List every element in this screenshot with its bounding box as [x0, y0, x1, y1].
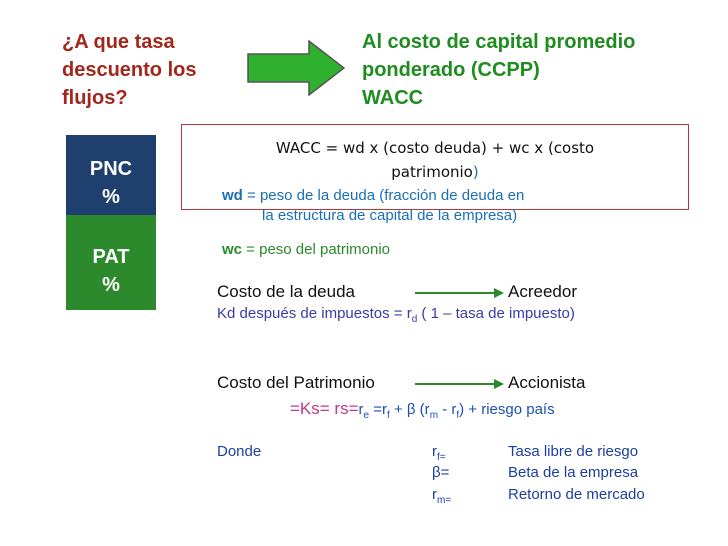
pat-label: PAT: [92, 246, 130, 268]
symbol-rm-sub: m=: [437, 495, 452, 506]
answer-text: Al costo de capital promedio ponderado (…: [362, 28, 722, 112]
ks-tail: ) + riesgo país: [459, 401, 555, 418]
wc-definition: wc = peso del patrimonio: [222, 241, 390, 258]
question-text: ¿A que tasa descuento los flujos?: [62, 28, 262, 112]
ks-f1-sub: f: [387, 410, 390, 421]
pnc-block: PNC %: [66, 135, 156, 215]
wacc-formula-box: [181, 124, 689, 210]
symbol-rf-sub: f=: [437, 452, 446, 463]
ks-m-sub: m: [429, 410, 439, 421]
debt-cost-label: Costo de la deuda: [217, 282, 355, 301]
wd-text-2: la estructura de capital de la empresa): [262, 207, 518, 224]
right-arrow-icon: [247, 40, 345, 96]
ks-e-sub: e: [363, 410, 370, 421]
ks-f2-sub: f: [456, 410, 460, 421]
ks-formula: =Ks= rs=re =rf + β (rm - rf) + riesgo pa…: [290, 399, 555, 421]
formula-close-paren: ): [472, 163, 479, 181]
pnc-percent: %: [102, 186, 120, 208]
creditor-label: Acreedor: [508, 282, 577, 301]
kd-formula: Kd después de impuestos = rd ( 1 – tasa …: [217, 305, 575, 325]
pnc-label: PNC: [89, 158, 133, 180]
debt-arrow-icon: [494, 288, 504, 298]
ks-highlight: =Ks= rs=: [290, 399, 359, 418]
ks-mid: + β (r: [389, 401, 430, 418]
donde-label: Donde: [217, 443, 262, 460]
pat-block: PAT %: [66, 215, 156, 310]
answer-line-2: ponderado (CCPP): [362, 59, 540, 81]
kd-text-a: Kd después de impuestos = r: [217, 305, 412, 322]
wd-definition: wd = peso de la deuda (fracción de deuda…: [222, 186, 692, 226]
symbol-rm-r: r: [432, 486, 437, 503]
wc-key: wc: [222, 241, 243, 258]
question-line-2: descuento los: [62, 59, 197, 81]
ks-r: r: [358, 401, 364, 418]
debt-arrow-line: [415, 292, 495, 294]
wd-text-1: = peso de la deuda (fracción de deuda en: [242, 187, 525, 204]
shareholder-label: Accionista: [508, 373, 586, 392]
equity-cost-label: Costo del Patrimonio: [217, 373, 375, 392]
pat-percent: %: [102, 274, 120, 296]
answer-line-1: Al costo de capital promedio: [362, 31, 636, 53]
answer-line-3: WACC: [362, 87, 424, 109]
equity-arrow-line: [415, 383, 495, 385]
desc-market-return: Retorno de mercado: [508, 486, 645, 503]
symbol-rf-r: r: [432, 443, 437, 460]
formula-line-2: patrimonio): [181, 160, 689, 184]
ks-dash: - r: [438, 401, 457, 418]
formula-patrimonio: patrimonio: [391, 163, 473, 181]
question-line-1: ¿A que tasa: [62, 31, 175, 53]
wd-key: wd: [222, 187, 243, 204]
symbol-beta: β=: [432, 464, 450, 481]
symbol-rf: rf=: [432, 443, 446, 463]
formula-line-1: WACC = wd x (costo deuda) + wc x (costo: [275, 139, 595, 157]
symbol-rm: rm=: [432, 486, 451, 506]
wacc-formula: WACC = wd x (costo deuda) + wc x (costo …: [181, 136, 689, 184]
ks-eq: =r: [369, 401, 388, 418]
equity-arrow-icon: [494, 379, 504, 389]
kd-sub: d: [411, 314, 418, 325]
desc-beta: Beta de la empresa: [508, 464, 639, 481]
desc-risk-free: Tasa libre de riesgo: [508, 443, 639, 460]
kd-text-b: ( 1 – tasa de impuesto): [417, 305, 575, 322]
question-line-3: flujos?: [62, 87, 128, 109]
wc-text: = peso del patrimonio: [242, 241, 391, 258]
